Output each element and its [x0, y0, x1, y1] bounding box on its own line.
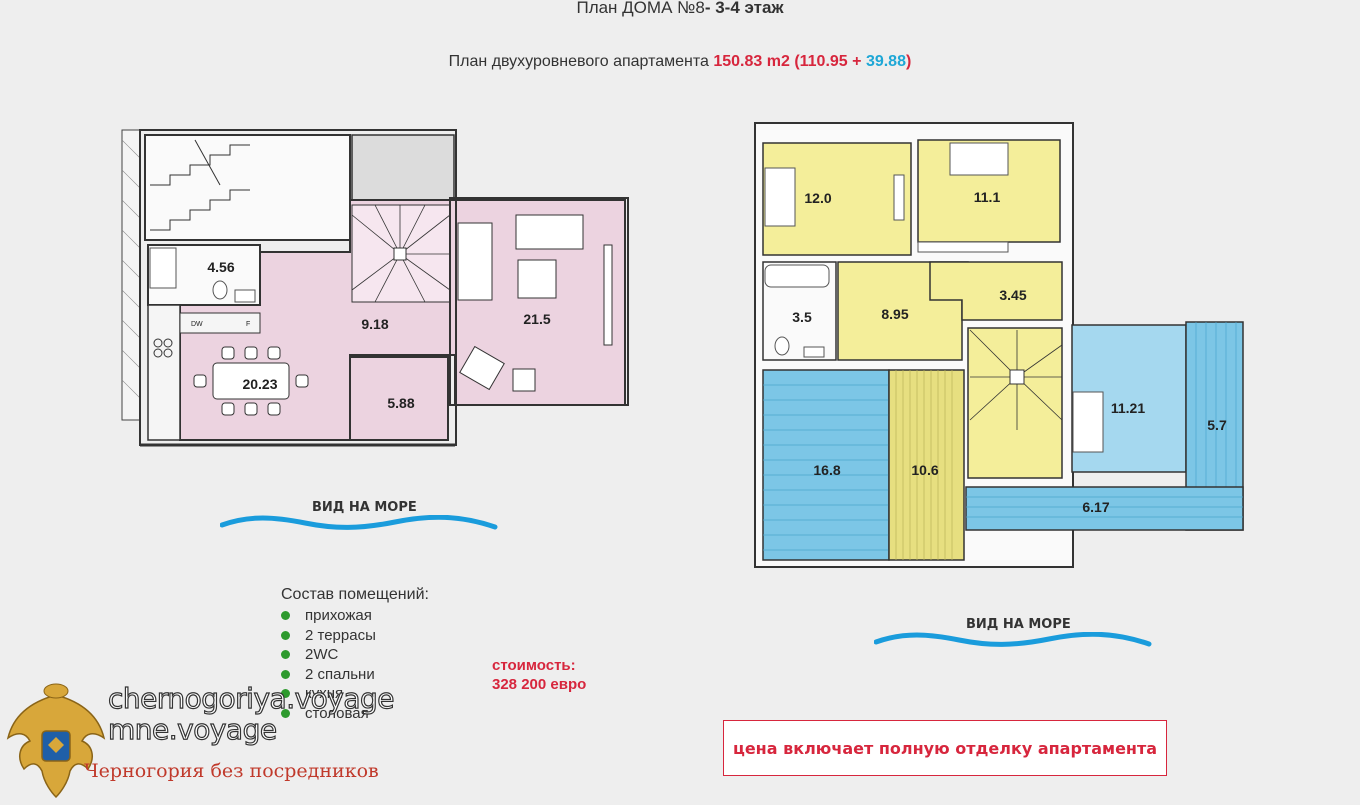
list-item: 2 террасы [281, 626, 376, 646]
room-label-bedroom-1: 12.0 [804, 190, 831, 206]
coat-of-arms-logo [6, 683, 106, 799]
bullet-icon [281, 689, 290, 699]
list-item: прихожая [281, 606, 376, 626]
title-prefix: План ДОМА №8 [576, 0, 705, 17]
page-subtitle: План двухуровневого апартамента 150.83 m… [0, 53, 1360, 71]
bullet-icon [281, 630, 290, 640]
stair-treads [150, 139, 250, 231]
page-title: План ДОМА №8- 3-4 этаж [0, 0, 1360, 18]
price-label: стоимость: [492, 657, 576, 674]
list-item: 2 спальни [281, 665, 376, 685]
spiral-treads [351, 204, 451, 303]
bed-1 [764, 167, 796, 227]
armchair [459, 345, 505, 391]
list-item: 2WC [281, 645, 376, 665]
shower [149, 247, 177, 289]
room-label-bedroom-2: 11.1 [974, 189, 1001, 205]
dining-chairs [193, 346, 309, 416]
room-label-bathroom: 3.5 [792, 309, 812, 325]
room-label-terrace-bottom: 6.17 [1082, 499, 1109, 515]
room-label-bedroom-3: 11.21 [1111, 400, 1145, 416]
room-label-terrace-blue: 16.8 [813, 462, 840, 478]
upper-floor-plan: 12.0 11.1 3.45 3.5 8.95 11.21 5.7 16.8 1… [754, 122, 1244, 568]
title-floor: - 3-4 этаж [704, 0, 784, 17]
sink [234, 289, 256, 303]
bed-3 [1072, 391, 1104, 453]
terrace-yellow [888, 369, 965, 561]
terrace-bottom-boards [966, 496, 1243, 518]
appliance-dw: DW [191, 321, 203, 328]
kitchen-counter [147, 304, 181, 441]
price-value: 328 200 евро [492, 676, 587, 693]
wardrobe-2 [917, 241, 1009, 253]
terrace-yellow-boards [895, 370, 953, 560]
watermark-tagline: Черногория без посредников [84, 760, 379, 782]
toilet-upper [774, 336, 790, 356]
close-paren: ) [905, 53, 912, 70]
bullet-icon [281, 708, 290, 718]
wardrobe-1 [893, 174, 905, 221]
terrace-boards [763, 384, 889, 551]
balcony-room [349, 356, 449, 441]
bed-2 [949, 142, 1009, 176]
bullet-icon [281, 669, 290, 679]
lower-floor-plan: 4.56 9.18 21.5 20.23 5.88 DW F [121, 129, 629, 447]
subtitle-text: План двухуровневого апартамента [448, 53, 714, 70]
kitchen-appliances [179, 312, 261, 334]
room-label-hall-3-45: 3.45 [999, 287, 1026, 303]
sink-upper [803, 346, 825, 358]
total-area: 150.83 m2 (110.95 + [713, 53, 866, 70]
window-panel [603, 244, 613, 346]
room-label-dining: 20.23 [242, 376, 277, 392]
list-item: столовая [281, 704, 376, 724]
room-label-wc: 4.56 [207, 259, 234, 275]
stairwell-area [144, 134, 351, 241]
list-item: кухня [281, 684, 376, 704]
sea-view-label-lower: ВИД НА МОРЕ [312, 500, 417, 515]
bullet-icon [281, 650, 290, 660]
sofa [457, 222, 493, 301]
wave-lower [220, 515, 498, 530]
room-label-hall: 8.95 [881, 306, 908, 322]
hall-3-45 [929, 261, 1063, 321]
sea-view-label-upper: ВИД НА МОРЕ [966, 617, 1071, 632]
composition-heading: Состав помещений: [281, 586, 429, 603]
coffee-table [517, 259, 557, 299]
side-table [512, 368, 536, 392]
balcony-hatch [121, 139, 141, 399]
wave-upper [874, 632, 1152, 647]
room-label-living: 21.5 [523, 311, 550, 327]
terrace-bottom [965, 486, 1244, 531]
watermark-domain-1: chernogoriya.voyage [107, 681, 395, 715]
dining-table [212, 362, 290, 400]
room-label-hall: 9.18 [361, 316, 388, 332]
appliance-f: F [246, 321, 250, 328]
room-label-balcony: 5.88 [387, 395, 414, 411]
room-label-terrace-yellow: 10.6 [911, 462, 938, 478]
watermark-domain-2: mne.voyage [107, 712, 277, 746]
upper-area: 39.88 [865, 53, 906, 70]
finish-notice: цена включает полную отделку апартамента [723, 720, 1167, 776]
room-label-terrace-right: 5.7 [1207, 417, 1227, 433]
bedroom-2 [917, 139, 1061, 243]
toilet [212, 280, 228, 300]
stair-area [967, 327, 1063, 479]
composition-list: прихожая 2 террасы 2WC 2 спальни кухня с… [281, 606, 376, 723]
sofa-2 [515, 214, 584, 250]
terrace-blue [762, 369, 890, 561]
bathtub [764, 264, 830, 288]
paved-area [351, 134, 455, 201]
price-block: стоимость: 328 200 евро [492, 656, 586, 694]
bullet-icon [281, 611, 290, 621]
